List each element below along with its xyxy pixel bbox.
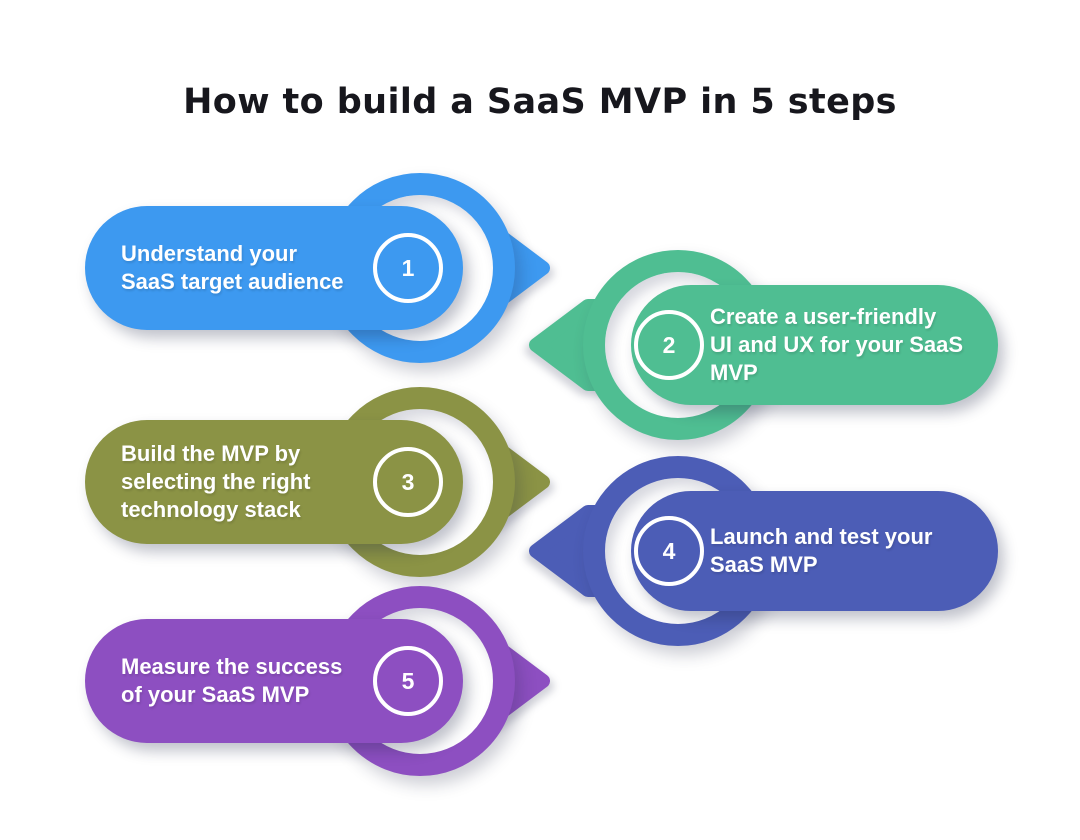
step-3-label: Build the MVP by selecting the right tec…	[121, 441, 311, 522]
step-3-number: 3	[401, 468, 415, 495]
step-2-pill: Create a user-friendly UI and UX for you…	[631, 285, 998, 405]
step-1: Understand your SaaS target audience 1	[85, 171, 555, 365]
step-3-number-badge: 3	[373, 447, 443, 517]
step-4-number: 4	[662, 537, 676, 564]
step-4: Launch and test your SaaS MVP 4	[523, 454, 1003, 648]
step-5-label: Measure the success of your SaaS MVP	[121, 654, 343, 707]
step-1-number-badge: 1	[373, 233, 443, 303]
step-5: Measure the success of your SaaS MVP 5	[85, 584, 555, 778]
step-4-number-badge: 4	[634, 516, 704, 586]
step-3: Build the MVP by selecting the right tec…	[85, 385, 555, 579]
step-2: Create a user-friendly UI and UX for you…	[523, 248, 1003, 442]
step-2-label: Create a user-friendly UI and UX for you…	[710, 304, 964, 385]
infographic-title: How to build a SaaS MVP in 5 steps	[183, 82, 897, 122]
step-4-label: Launch and test your SaaS MVP	[710, 524, 933, 577]
step-1-pill: Understand your SaaS target audience	[85, 206, 463, 330]
step-1-label: Understand your SaaS target audience	[121, 241, 344, 294]
step-5-number-badge: 5	[373, 646, 443, 716]
step-1-number: 1	[401, 254, 415, 281]
step-2-number: 2	[662, 331, 676, 358]
step-2-number-badge: 2	[634, 310, 704, 380]
step-5-number: 5	[401, 667, 415, 694]
